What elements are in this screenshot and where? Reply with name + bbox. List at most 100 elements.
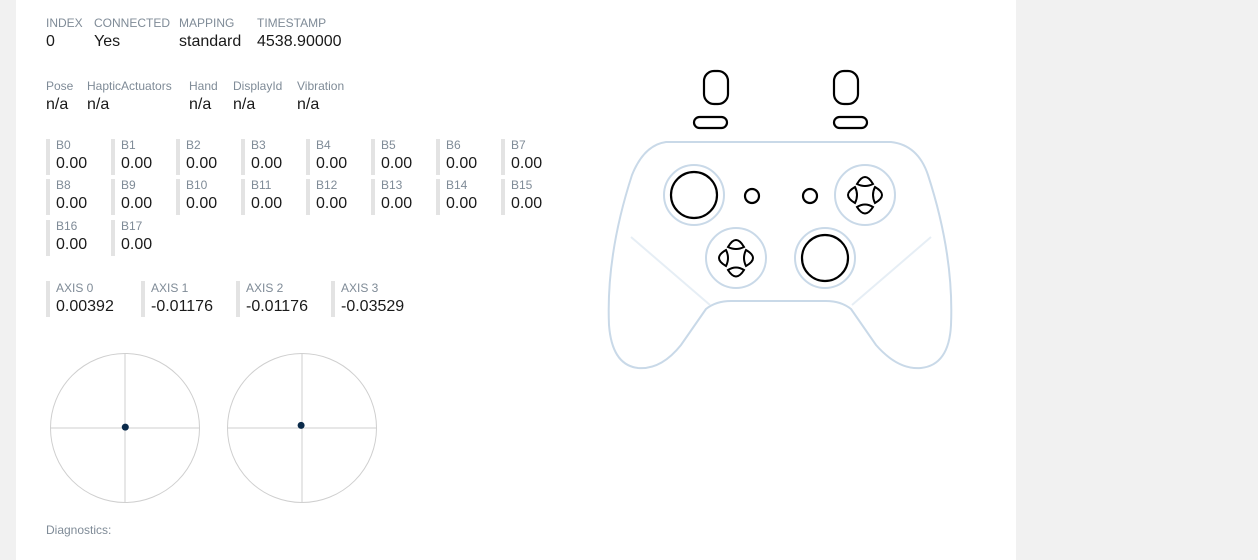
controller-grip-line-left xyxy=(630,236,711,306)
axis-label: AXIS 2 xyxy=(246,281,284,295)
button-value: 0.00 xyxy=(121,236,153,253)
index-field: INDEX 0 xyxy=(46,16,83,52)
dpad-ring xyxy=(705,227,767,289)
button-label: B11 xyxy=(251,178,272,192)
display-id-field: DisplayId n/a xyxy=(233,79,282,115)
timestamp-label: TIMESTAMP xyxy=(257,16,327,30)
dpad-up-icon xyxy=(726,239,746,250)
button-label: B17 xyxy=(121,219,143,233)
stick-position-dot xyxy=(121,423,129,431)
button-label: B16 xyxy=(56,219,78,233)
pose-field: Pose n/a xyxy=(46,79,73,115)
axis-2: AXIS 2 -0.01176 xyxy=(236,281,328,317)
button-label: B0 xyxy=(56,138,71,152)
right-stick-visualizer xyxy=(227,353,377,503)
button-label: B1 xyxy=(121,138,136,152)
button-value: 0.00 xyxy=(381,195,413,212)
axis-3: AXIS 3 -0.03529 xyxy=(331,281,423,317)
pose-label: Pose xyxy=(46,79,74,93)
left-stick-visualizer xyxy=(50,353,200,503)
index-label: INDEX xyxy=(46,16,83,30)
button-label: B7 xyxy=(511,138,526,152)
pose-value: n/a xyxy=(46,96,69,113)
button-b2: B2 0.00 xyxy=(176,139,236,175)
button-b9: B9 0.00 xyxy=(111,179,171,215)
start-button-icon xyxy=(801,187,819,205)
dpad-down-icon xyxy=(726,266,746,278)
button-b17: B17 0.00 xyxy=(111,220,171,256)
haptic-actuators-label: HapticActuators xyxy=(87,79,172,93)
button-value: 0.00 xyxy=(56,195,88,212)
timestamp-field: TIMESTAMP 4538.90000 xyxy=(257,16,342,52)
button-value: 0.00 xyxy=(56,155,88,172)
button-value: 0.00 xyxy=(186,195,218,212)
connected-label: CONNECTED xyxy=(94,16,171,30)
button-label: B12 xyxy=(316,178,338,192)
haptic-actuators-field: HapticActuators n/a xyxy=(87,79,172,115)
button-value: 0.00 xyxy=(121,195,153,212)
button-value: 0.00 xyxy=(186,155,218,172)
timestamp-value: 4538.90000 xyxy=(257,33,342,50)
hand-field: Hand n/a xyxy=(189,79,218,115)
axis-label: AXIS 1 xyxy=(151,281,189,295)
button-b0: B0 0.00 xyxy=(46,139,106,175)
button-label: B10 xyxy=(186,178,208,192)
vibration-label: Vibration xyxy=(297,79,345,93)
button-label: B9 xyxy=(121,178,136,192)
hand-value: n/a xyxy=(189,96,212,113)
controller-body-outline xyxy=(607,141,953,370)
left-bumper-icon xyxy=(692,115,729,130)
right-trigger-icon xyxy=(832,69,860,106)
face-button-left-icon xyxy=(847,185,858,205)
stick-position-dot xyxy=(297,421,305,429)
left-stick-icon xyxy=(669,170,719,220)
face-button-right-icon xyxy=(872,185,883,205)
axis-value: -0.03529 xyxy=(341,298,405,315)
axis-value: -0.01176 xyxy=(246,298,308,315)
axis-1: AXIS 1-0.01176 xyxy=(141,281,233,317)
button-label: B5 xyxy=(381,138,396,152)
mapping-value: standard xyxy=(179,33,242,50)
index-value: 0 xyxy=(46,33,55,50)
display-id-value: n/a xyxy=(233,96,256,113)
button-value: 0.00 xyxy=(316,195,348,212)
axis-label: AXIS 3 xyxy=(341,281,379,295)
button-label: B2 xyxy=(186,138,201,152)
gamepad-panel: INDEX 0 CONNECTED Yes MAPPING standard T… xyxy=(16,0,1016,560)
button-label: B6 xyxy=(446,138,461,152)
button-label: B3 xyxy=(251,138,266,152)
face-button-top-icon xyxy=(855,176,875,187)
connected-value: Yes xyxy=(94,33,121,50)
button-label: B14 xyxy=(446,178,468,192)
button-value: 0.00 xyxy=(511,155,543,172)
axis-value: 0.00392 xyxy=(56,298,114,315)
controller-diagram xyxy=(607,69,953,370)
button-value: 0.00 xyxy=(56,236,88,253)
controller-grip-line-right xyxy=(851,236,932,306)
face-button-bottom-icon xyxy=(855,203,875,215)
select-button-icon xyxy=(743,187,761,205)
button-b14: B14 0.00 xyxy=(436,179,496,215)
dpad-right-icon xyxy=(743,248,754,268)
button-b7: B7 0.00 xyxy=(501,139,561,175)
button-b16: B16 0.00 xyxy=(46,220,106,256)
button-label: B15 xyxy=(511,178,533,192)
button-b6: B6 0.00 xyxy=(436,139,496,175)
button-value: 0.00 xyxy=(446,195,478,212)
vibration-field: Vibration n/a xyxy=(297,79,344,115)
button-b3: B3 0.00 xyxy=(241,139,301,175)
mapping-label: MAPPING xyxy=(179,16,235,30)
vibration-value: n/a xyxy=(297,96,320,113)
dpad-left-icon xyxy=(718,248,729,268)
button-value: 0.00 xyxy=(511,195,543,212)
button-value: 0.00 xyxy=(446,155,478,172)
diagnostics-label: Diagnostics: xyxy=(46,523,112,537)
button-value: 0.00 xyxy=(251,155,283,172)
hand-label: Hand xyxy=(189,79,218,93)
